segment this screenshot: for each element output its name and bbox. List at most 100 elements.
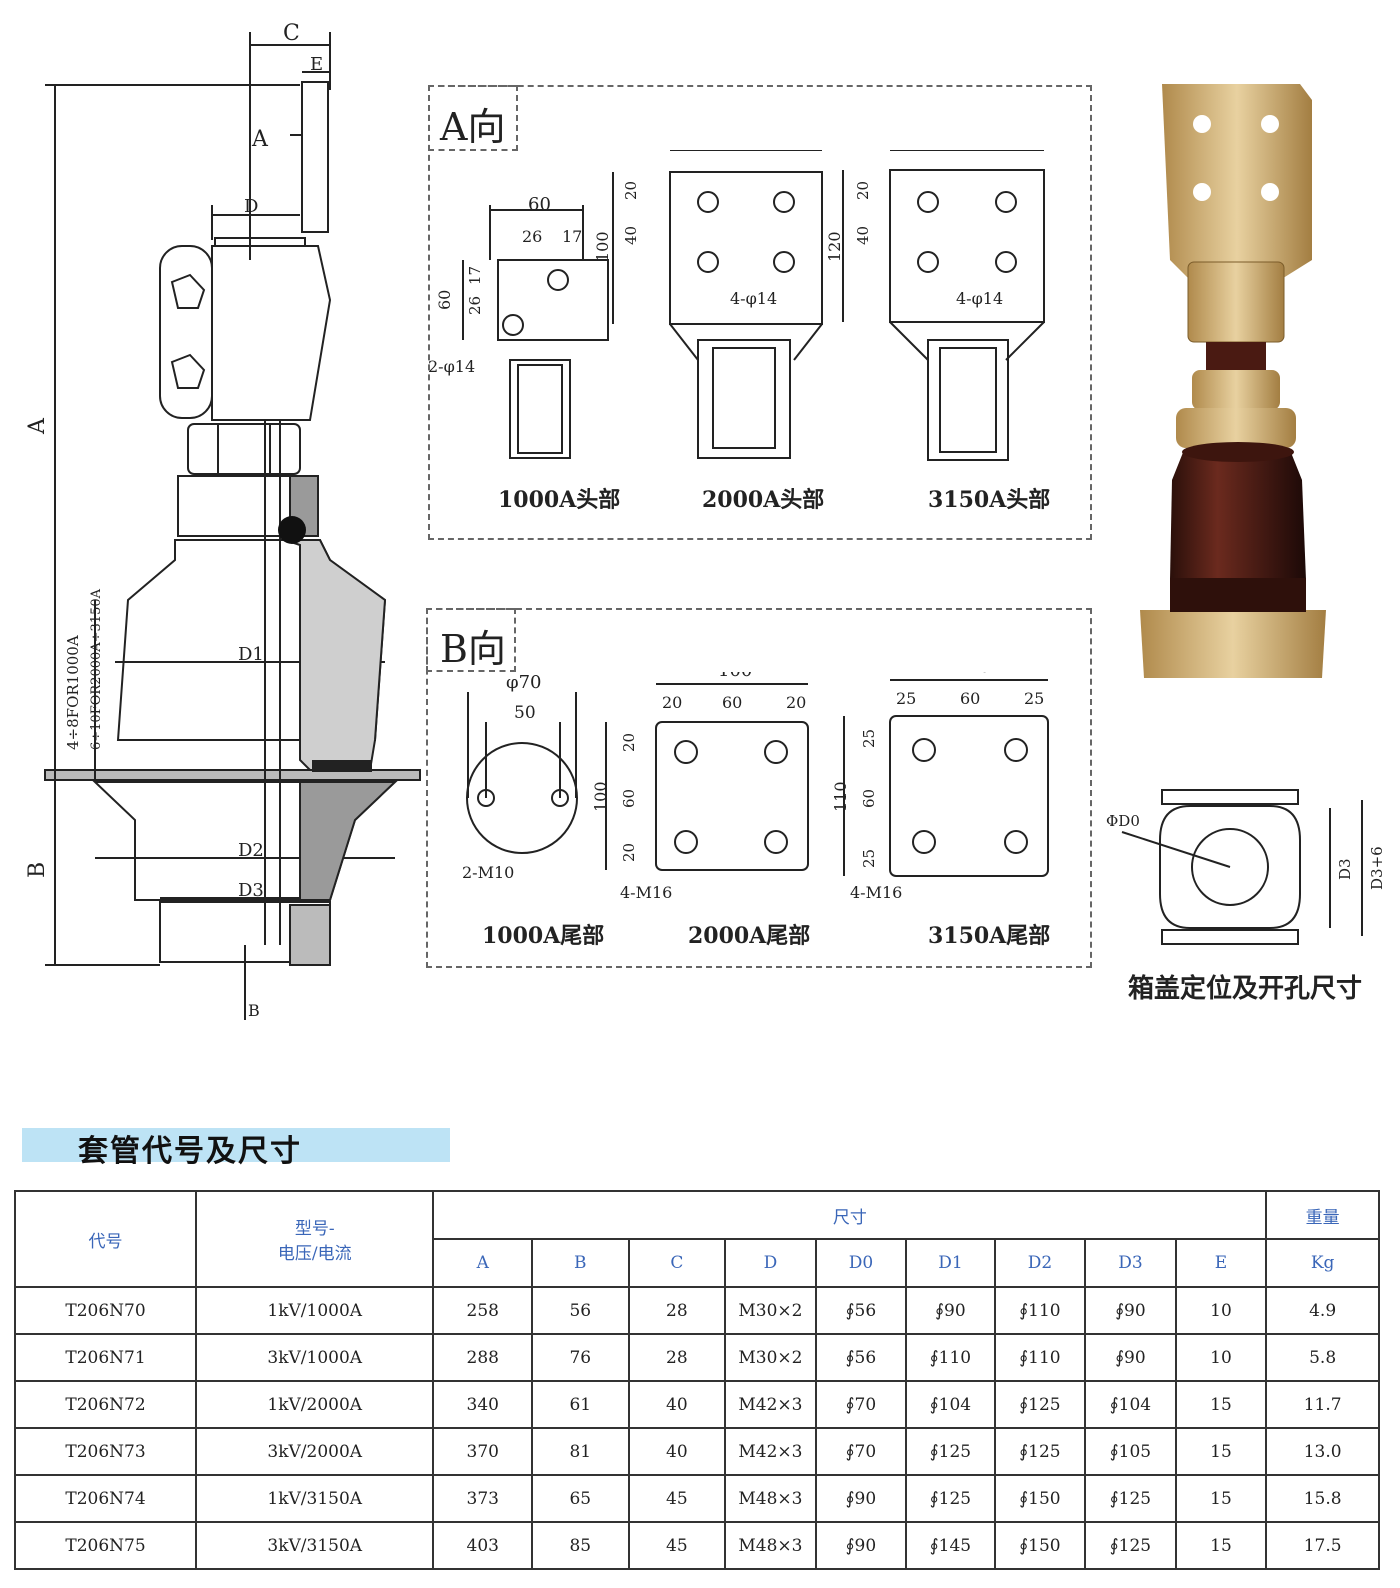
header-col-d0: D0 — [814, 1238, 908, 1288]
cell: 373 — [432, 1474, 534, 1523]
cell: 40 — [627, 1427, 727, 1476]
b2000-dim-d3: 20 — [786, 693, 806, 712]
header-weight: 重量 — [1265, 1190, 1380, 1240]
view-a-drawings: 60 26 17 60 17 26 2-φ14 100 25 50 25 100… — [428, 150, 1045, 461]
b1000-dim-pitch: 50 — [514, 703, 536, 723]
section-title-bar — [22, 1128, 450, 1162]
cell: 15 — [1174, 1380, 1268, 1429]
header-dims: 尺寸 — [432, 1190, 1268, 1240]
cell: 1kV/2000A — [195, 1380, 435, 1429]
view-a-title-box — [428, 85, 518, 151]
cell: 15 — [1174, 1474, 1268, 1523]
cell: ∮150 — [993, 1521, 1087, 1570]
dim-label-a: A — [25, 417, 50, 435]
cell: ∮90 — [905, 1286, 996, 1335]
b3150-dim-holes: 4-M16 — [850, 883, 902, 902]
hole-note-2000a-3150a: 6÷10FOR2000A÷3150A — [89, 588, 104, 750]
dim-label-b: B — [25, 862, 50, 878]
cell: 17.5 — [1265, 1521, 1380, 1570]
header-col-d3: D3 — [1084, 1238, 1177, 1288]
view-a-title: A向 — [440, 105, 506, 149]
cover-d3plus-label: D3+6 — [1368, 846, 1386, 890]
cell: ∮90 — [814, 1474, 908, 1523]
b2000-dim-h3: 20 — [620, 843, 638, 862]
cell: 45 — [627, 1474, 727, 1523]
cell: 65 — [531, 1474, 630, 1523]
cell: T206N70 — [13, 1286, 198, 1335]
cover-d3-label: D3 — [1336, 858, 1354, 880]
b3150-dim-d3: 25 — [1024, 689, 1044, 708]
cell: T206N71 — [13, 1333, 198, 1382]
hole-note-1000a: 4÷8FOR1000A — [64, 635, 82, 750]
header-col-b: B — [531, 1238, 630, 1288]
cell: ∮125 — [905, 1427, 996, 1476]
cell: ∮70 — [814, 1427, 908, 1476]
b2000-dim-w: 100 — [718, 672, 752, 681]
cell: ∮90 — [1084, 1333, 1177, 1382]
caption-1000a-tail: 1000A尾部 — [482, 923, 605, 949]
b3150-dim-h3: 25 — [860, 849, 878, 868]
cell: 1kV/1000A — [195, 1286, 435, 1335]
cell: 81 — [531, 1427, 630, 1476]
cell: ∮125 — [1084, 1474, 1177, 1523]
cover-caption: 箱盖定位及开孔尺寸 — [1128, 974, 1363, 1004]
cover-d0-label: ΦD0 — [1106, 812, 1140, 830]
cell: 3kV/1000A — [195, 1333, 435, 1382]
a1000-dim-h1: 17 — [466, 266, 484, 285]
a1000-dim-holes: 2-φ14 — [428, 357, 475, 376]
a1000-dim-d1: 26 — [522, 227, 542, 246]
header-col-a: A — [432, 1238, 534, 1288]
cell: ∮125 — [1084, 1521, 1177, 1570]
cell: 56 — [531, 1286, 630, 1335]
view-b-panel — [426, 608, 1092, 968]
a2000-dim-holes: 4-φ14 — [730, 289, 777, 308]
cover-hole-drawing: ΦD0 D3 D3+6 — [1106, 789, 1386, 945]
b3150-dim-h1: 25 — [860, 729, 878, 748]
cell: ∮150 — [993, 1474, 1087, 1523]
b3150-dim-h: 110 — [831, 781, 850, 812]
b2000-dim-d2: 60 — [722, 693, 742, 712]
a1000-dim-d2: 17 — [562, 227, 582, 246]
cell: 15.8 — [1265, 1474, 1380, 1523]
cell: 85 — [531, 1521, 630, 1570]
a3150-dim-h1: 20 — [854, 181, 872, 200]
caption-3150a-head: 3150A头部 — [928, 487, 1051, 513]
cell: ∮56 — [814, 1286, 908, 1335]
header-col-d2: D2 — [993, 1238, 1087, 1288]
cell: ∮110 — [905, 1333, 996, 1382]
header-col-e: E — [1174, 1238, 1268, 1288]
bushing-product-photo — [1140, 84, 1326, 678]
cell: 45 — [627, 1521, 727, 1570]
cell: 340 — [432, 1380, 534, 1429]
cell: 28 — [627, 1333, 727, 1382]
cell: 40 — [627, 1380, 727, 1429]
header-col-c: C — [627, 1238, 727, 1288]
b2000-dim-holes: 4-M16 — [620, 883, 672, 902]
dim-label-e: E — [310, 54, 323, 75]
cell: T206N72 — [13, 1380, 198, 1429]
spec-table: 代号 型号-电压/电流 尺寸 重量 A B C D D0 D1 D2 D3 E … — [13, 1190, 1380, 1570]
cell: T206N75 — [13, 1521, 198, 1570]
cell: 288 — [432, 1333, 534, 1382]
cell: ∮110 — [993, 1286, 1087, 1335]
cell: M48×3 — [724, 1474, 817, 1523]
cell: ∮125 — [905, 1474, 996, 1523]
cell: 1kV/3150A — [195, 1474, 435, 1523]
caption-2000a-head: 2000A头部 — [702, 487, 825, 513]
header-col-d: D — [724, 1238, 817, 1288]
b1000-dim-od: φ70 — [506, 672, 542, 693]
b1000-dim-holes: 2-M10 — [462, 863, 514, 882]
a3150-dim-h2: 40 — [854, 226, 872, 245]
b2000-dim-d1: 20 — [662, 693, 682, 712]
b2000-dim-h1: 20 — [620, 733, 638, 752]
arrow-label-b: B — [248, 1001, 260, 1020]
caption-3150a-tail: 3150A尾部 — [928, 923, 1051, 949]
view-b-title: B向 — [440, 627, 506, 671]
cell: 4.9 — [1265, 1286, 1380, 1335]
header-col-d1: D1 — [905, 1238, 996, 1288]
dim-label-d2: D2 — [238, 840, 264, 861]
